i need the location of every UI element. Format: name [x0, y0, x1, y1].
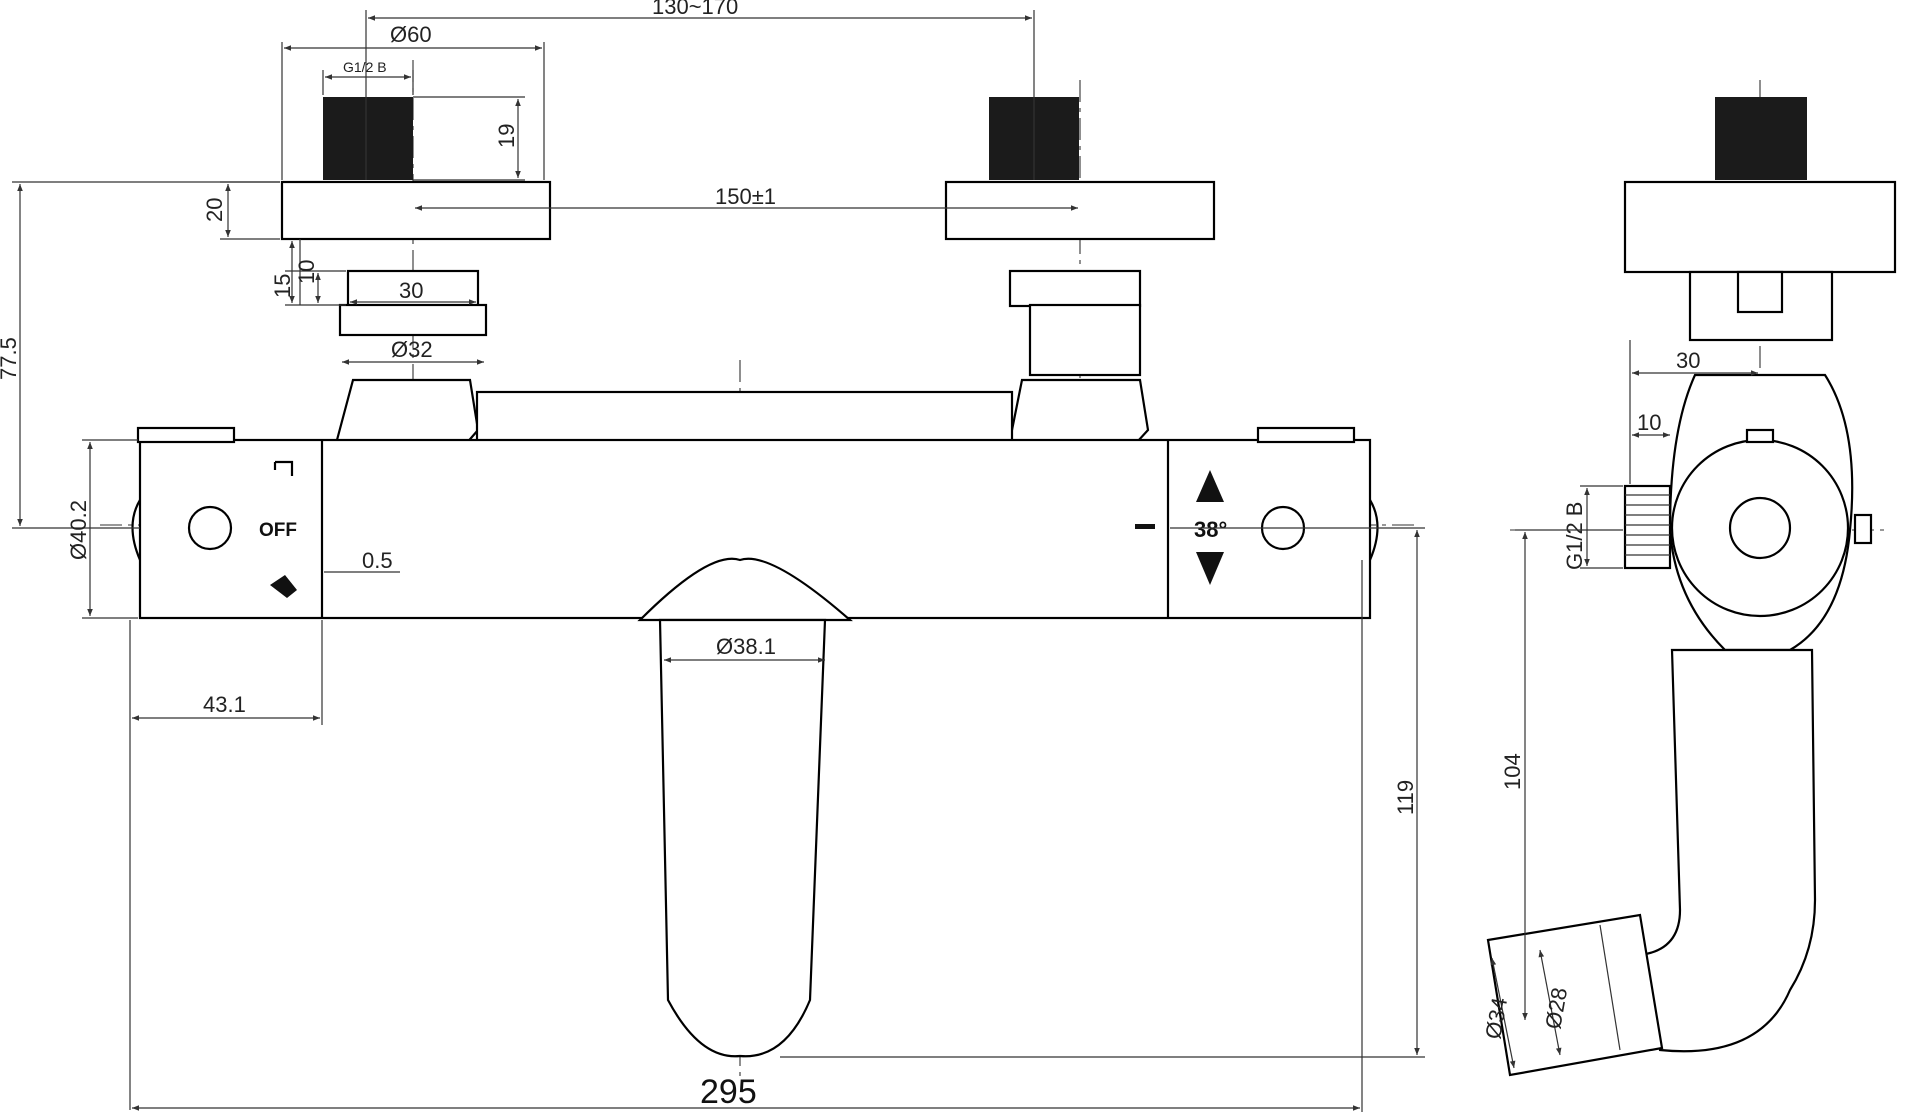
shower-icon [270, 575, 297, 598]
side-dim-30: 30 [1676, 348, 1700, 373]
left-thread [323, 97, 413, 180]
side-outlet [1486, 913, 1664, 1077]
temp-down-arrow [1196, 552, 1224, 585]
dim-eccentric-30: 30 [399, 278, 423, 303]
side-spout-pipe [1638, 648, 1817, 1053]
side-dim-104: 104 [1500, 753, 1525, 790]
side-flange [1623, 180, 1897, 274]
dim-thread-height: 19 [494, 124, 519, 148]
side-dim-thread: G1/2 B [1562, 502, 1587, 570]
dim-spout-height: 119 [1393, 780, 1418, 815]
body-right-edge [1368, 499, 1379, 561]
dim-gap: 0.5 [362, 548, 393, 573]
dim-height-77-5: 77.5 [0, 337, 21, 380]
dim-centre-distance: 150±1 [715, 184, 776, 209]
left-flange [280, 180, 552, 241]
left-handle-cap [136, 426, 236, 444]
right-flange [944, 180, 1216, 241]
tap-icon [273, 460, 294, 476]
side-body-tab [1745, 428, 1775, 444]
off-marking: OFF [259, 520, 297, 541]
dim-flange-height: 20 [202, 198, 227, 222]
dim-depth-15: 15 [270, 274, 295, 298]
left-knob-screw [187, 505, 233, 551]
minus-marking [1135, 524, 1155, 529]
temp-marking: 38° [1194, 517, 1227, 542]
dim-spout-diameter: Ø38.1 [716, 634, 776, 659]
front-view: OFF 38° [100, 60, 1420, 1080]
temp-up-arrow [1196, 470, 1224, 502]
dim-thread-left: G1/2 B [343, 59, 387, 75]
side-dimensions: 30 10 G1/2 B 104 Ø34 Ø28 [1480, 340, 1758, 1069]
side-28-line [1538, 949, 1562, 1056]
left-nut [338, 303, 488, 337]
spout [658, 618, 827, 1058]
dim-handle-width: 43.1 [203, 692, 246, 717]
side-eccentric-inner [1736, 270, 1784, 314]
dim-depth-10: 10 [294, 260, 319, 284]
side-inlet-thread [1623, 484, 1672, 570]
dim-overall-length: 295 [700, 1073, 757, 1111]
right-nut [1028, 303, 1142, 377]
dim-nut-diameter: Ø32 [391, 337, 433, 362]
side-view [1486, 80, 1897, 1077]
side-dim-10: 10 [1637, 410, 1661, 435]
front-dimensions: 130~170 Ø60 G1/2 B 19 20 150±1 15 10 [0, 0, 1425, 1112]
side-body-stub [1853, 513, 1873, 545]
spout-base [637, 557, 853, 622]
body-left-edge [131, 499, 142, 561]
right-eccentric [1008, 269, 1142, 308]
dim-flange-diameter: Ø60 [390, 22, 432, 47]
right-handle-cap [1256, 426, 1356, 444]
dim-body-diameter: Ø40.2 [66, 500, 91, 560]
side-thread [1715, 97, 1807, 180]
dim-inlet-spacing: 130~170 [652, 0, 738, 19]
side-outlet-inner [1599, 924, 1621, 1051]
side-34-line [1490, 957, 1516, 1069]
side-thread-teeth [1625, 494, 1670, 556]
side-body-hole [1728, 496, 1792, 560]
